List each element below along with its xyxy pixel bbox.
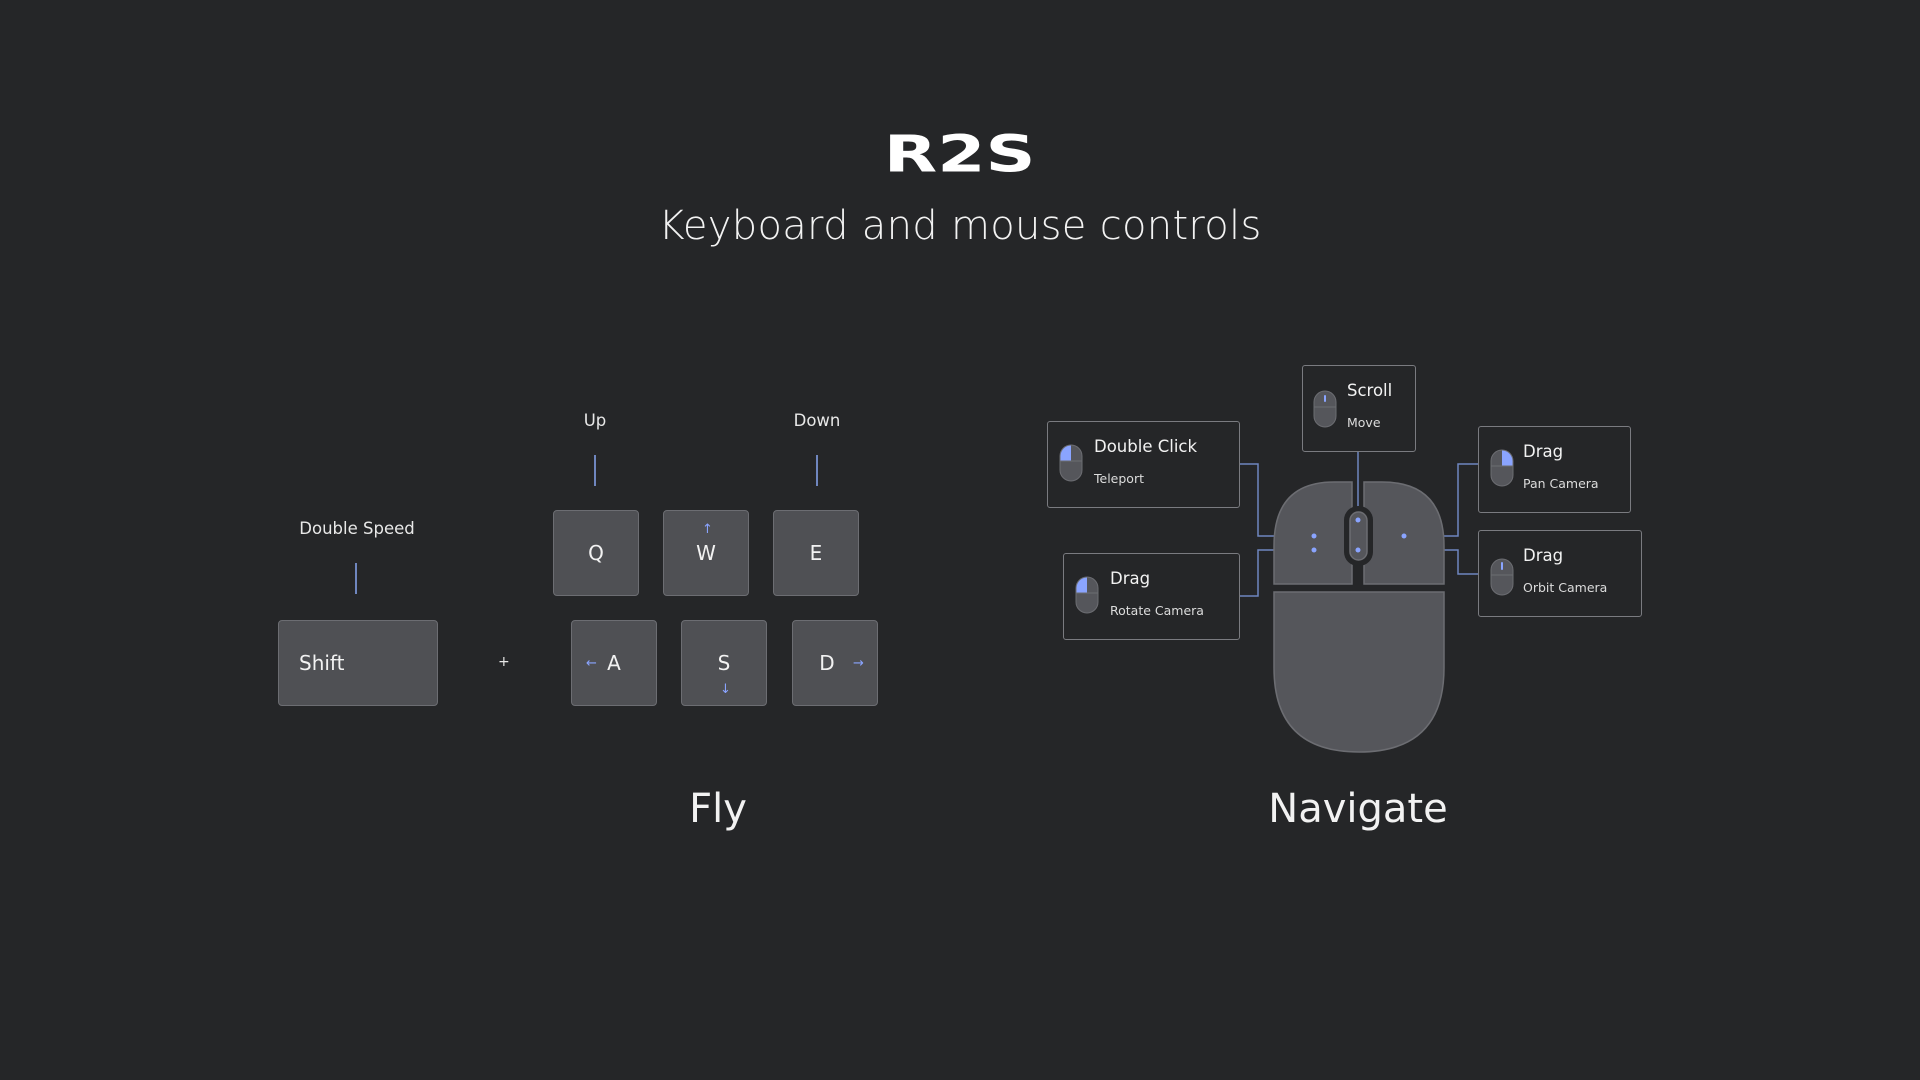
page-subtitle: Keyboard and mouse controls	[658, 203, 1262, 249]
key-shift-label: Shift	[299, 651, 345, 675]
arrow-right-icon: →	[853, 656, 864, 671]
key-d[interactable]: → D	[792, 620, 878, 706]
double-click-card-title: Double Click	[1094, 437, 1198, 456]
key-d-label: D	[819, 651, 835, 675]
up-connector	[594, 455, 596, 486]
arrow-down-icon: ↓	[720, 682, 731, 697]
key-s-label: S	[717, 651, 731, 675]
rotate-camera-card-title: Drag	[1110, 569, 1151, 588]
double-click-card: Double Click Teleport	[1047, 421, 1240, 508]
orbit-camera-card-sub: Orbit Camera	[1523, 580, 1608, 595]
svg-text:R2S: R2S	[884, 125, 1036, 183]
arrow-up-icon: ↑	[702, 522, 713, 537]
pan-camera-card-title: Drag	[1523, 442, 1564, 461]
mouse-body-icon	[1273, 481, 1445, 753]
key-a-label: A	[607, 651, 621, 675]
scroll-card-sub: Move	[1347, 415, 1381, 430]
navigate-title: Navigate	[1268, 786, 1448, 832]
mouse-left-click-icon	[1059, 444, 1083, 482]
key-a[interactable]: ← A	[571, 620, 657, 706]
r2s-logo: R2S	[884, 125, 1036, 183]
double-speed-connector	[355, 563, 357, 594]
rotate-camera-card-sub: Rotate Camera	[1110, 603, 1204, 618]
key-e[interactable]: E	[773, 510, 859, 596]
orbit-camera-card-title: Drag	[1523, 546, 1564, 565]
key-s[interactable]: ↓ S	[681, 620, 767, 706]
plus-sign: +	[498, 654, 510, 670]
down-label: Down	[793, 411, 841, 430]
fly-title: Fly	[689, 786, 747, 832]
key-w-label: W	[696, 541, 716, 565]
arrow-left-icon: ←	[586, 656, 597, 671]
key-q-label: Q	[588, 541, 604, 565]
orbit-camera-card: Drag Orbit Camera	[1478, 530, 1642, 617]
rotate-camera-card: Drag Rotate Camera	[1063, 553, 1240, 640]
mouse-scroll-icon	[1313, 390, 1337, 428]
key-shift[interactable]: Shift	[278, 620, 438, 706]
key-w[interactable]: ↑ W	[663, 510, 749, 596]
double-speed-label: Double Speed	[299, 519, 415, 538]
scroll-card: Scroll Move	[1302, 365, 1416, 452]
down-connector	[816, 455, 818, 486]
key-e-label: E	[809, 541, 823, 565]
pan-camera-card: Drag Pan Camera	[1478, 426, 1631, 513]
mouse-left-drag-icon	[1075, 576, 1099, 614]
up-label: Up	[583, 411, 607, 430]
mouse-middle-drag-icon	[1490, 558, 1514, 596]
connector-dots	[1311, 517, 1407, 553]
pan-camera-card-sub: Pan Camera	[1523, 476, 1599, 491]
mouse-right-drag-icon	[1490, 449, 1514, 487]
scroll-card-title: Scroll	[1347, 381, 1393, 400]
key-q[interactable]: Q	[553, 510, 639, 596]
double-click-card-sub: Teleport	[1094, 471, 1144, 486]
